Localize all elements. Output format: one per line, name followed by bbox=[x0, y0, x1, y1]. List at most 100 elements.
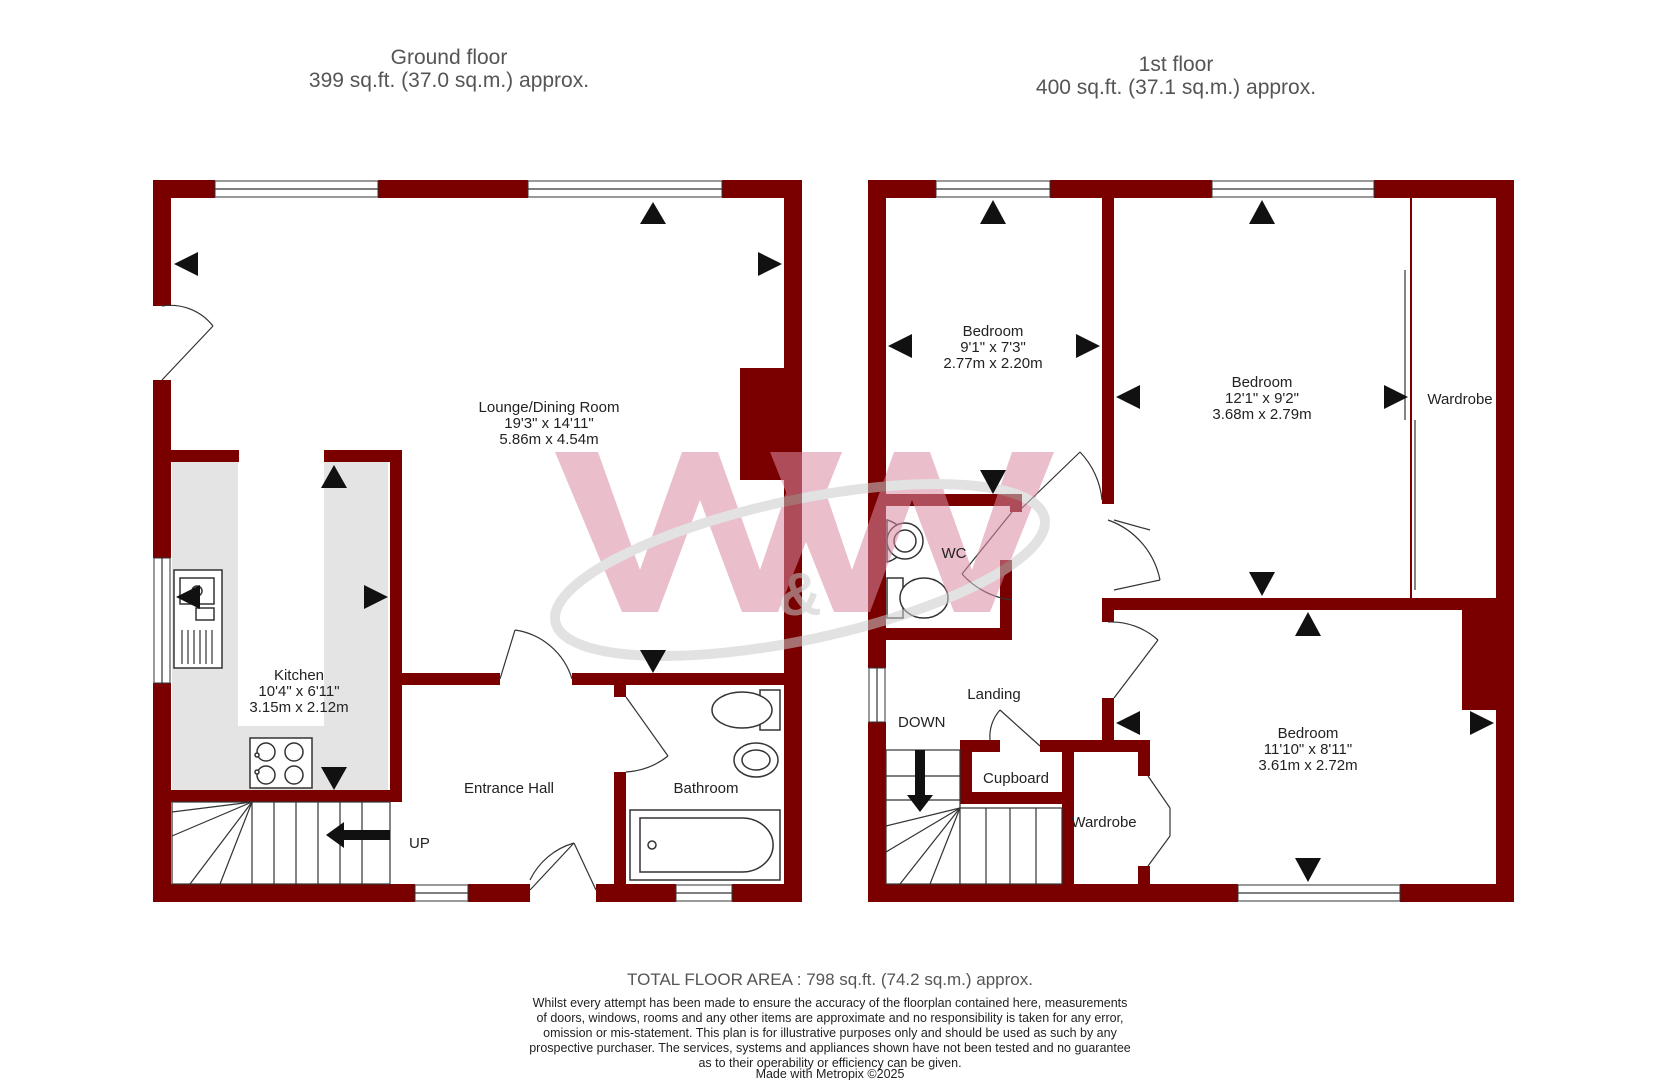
lounge-wall-bottom-a bbox=[390, 673, 500, 685]
first-wall-bottom-b bbox=[1400, 884, 1514, 902]
ground-window-bottom-bath bbox=[675, 884, 733, 902]
ground-window-left-kitchen bbox=[153, 557, 171, 684]
ground-staircase bbox=[171, 801, 391, 885]
first-staircase bbox=[885, 749, 1063, 885]
bed3-arrow-left bbox=[1116, 711, 1140, 735]
lounge-name: Lounge/Dining Room bbox=[479, 399, 620, 416]
bedroom3-metric: 3.61m x 2.72m bbox=[1258, 757, 1357, 774]
kitchen-sink bbox=[173, 569, 223, 669]
first-floor-title: 1st floor bbox=[1139, 53, 1214, 76]
total-floor-area: TOTAL FLOOR AREA : 798 sq.ft. (74.2 sq.m… bbox=[627, 970, 1033, 989]
bedroom2-imperial: 12'1" x 9'2" bbox=[1225, 390, 1299, 407]
room-bedroom1-label: Bedroom 9'1" x 7'3" 2.77m x 2.20m bbox=[943, 323, 1042, 372]
bathroom-basin bbox=[733, 742, 779, 778]
ground-floor-title: Ground floor bbox=[391, 46, 508, 69]
room-bedroom3-label: Bedroom 11'10" x 8'11" 3.61m x 2.72m bbox=[1258, 725, 1357, 774]
kitchen-metric: 3.15m x 2.12m bbox=[249, 699, 348, 716]
bed3-arrow-top bbox=[1295, 612, 1321, 636]
bedroom1-imperial: 9'1" x 7'3" bbox=[960, 339, 1026, 356]
bed1-arrow-left bbox=[888, 334, 912, 358]
bed3-wall-left-b bbox=[1102, 698, 1114, 746]
wardrobe-bed2-label: Wardrobe bbox=[1427, 391, 1492, 408]
ground-wall-left-a bbox=[153, 180, 171, 306]
disclaimer-line-3: omission or mis-statement. This plan is … bbox=[543, 1026, 1117, 1040]
cupboard-wall-bottom bbox=[960, 792, 1062, 804]
kitchen-floor-gap bbox=[238, 460, 324, 726]
first-window-bed1 bbox=[935, 180, 1051, 198]
bed1-arrow-top bbox=[980, 200, 1006, 224]
room-lounge-label: Lounge/Dining Room 19'3" x 14'11" 5.86m … bbox=[479, 399, 620, 448]
bed3-arrow-bottom bbox=[1295, 858, 1321, 882]
bedroom3-imperial: 11'10" x 8'11" bbox=[1264, 741, 1352, 758]
ground-wall-bottom-b bbox=[468, 884, 530, 902]
bed3-door bbox=[1107, 621, 1159, 699]
cupboard-door bbox=[989, 709, 1041, 747]
first-wall-left-b bbox=[868, 722, 886, 902]
wardrobe2-divider bbox=[1410, 190, 1412, 598]
ground-floor-area: 399 sq.ft. (37.0 sq.m.) approx. bbox=[309, 69, 589, 92]
bathroom-wc bbox=[711, 689, 781, 731]
kitchen-imperial: 10'4" x 6'11" bbox=[258, 683, 339, 700]
landing-label: Landing bbox=[967, 686, 1020, 703]
bed2-door bbox=[1107, 519, 1161, 591]
wardrobe3-doors bbox=[1147, 775, 1171, 867]
bed2-arrow-right bbox=[1384, 385, 1408, 409]
bedroom3-name: Bedroom bbox=[1278, 725, 1339, 742]
wardrobe3-wall-right-a bbox=[1138, 740, 1150, 776]
first-wall-top-b bbox=[1050, 180, 1212, 198]
landing-wall-bottom bbox=[1040, 740, 1150, 752]
lounge-arrow-left bbox=[174, 252, 198, 276]
stairs-down-label: DOWN bbox=[898, 714, 946, 731]
kitchen-arrow-bottom bbox=[321, 767, 347, 790]
wardrobe3-wall-left bbox=[1062, 740, 1074, 902]
first-window-landing bbox=[868, 667, 886, 723]
room-kitchen-label: Kitchen 10'4" x 6'11" 3.15m x 2.12m bbox=[249, 667, 348, 716]
lounge-metric: 5.86m x 4.54m bbox=[499, 431, 598, 448]
room-bedroom2-label: Bedroom 12'1" x 9'2" 3.68m x 2.79m bbox=[1212, 374, 1311, 423]
cupboard-label: Cupboard bbox=[983, 770, 1049, 787]
measurement-arrows bbox=[174, 200, 1494, 882]
disclaimer-line-4: prospective purchaser. The services, sys… bbox=[529, 1041, 1131, 1055]
first-floor-area: 400 sq.ft. (37.1 sq.m.) approx. bbox=[1036, 76, 1316, 99]
bed2-arrow-top bbox=[1249, 200, 1275, 224]
ground-wall-top-b bbox=[378, 180, 528, 198]
stairs-up-label: UP bbox=[409, 835, 430, 852]
bed3-chimney bbox=[1462, 610, 1496, 710]
ground-side-door bbox=[161, 304, 214, 381]
cupboard-wall-top bbox=[960, 740, 1000, 752]
ww-watermark: & bbox=[550, 452, 1054, 661]
lounge-hall-door bbox=[499, 629, 573, 680]
ground-wall-left-b bbox=[153, 380, 171, 558]
lounge-arrow-top bbox=[640, 202, 666, 224]
bedroom2-name: Bedroom bbox=[1232, 374, 1293, 391]
kitchen-arrow-right bbox=[364, 585, 388, 609]
bathtub bbox=[629, 809, 781, 881]
ground-wall-bottom-c bbox=[596, 884, 676, 902]
ground-window-bottom-hall bbox=[414, 884, 469, 902]
lounge-arrow-bottom bbox=[640, 650, 666, 673]
disclaimer-line-2: of doors, windows, rooms and any other i… bbox=[536, 1011, 1123, 1025]
ground-window-top-2 bbox=[527, 180, 723, 198]
wc-wall-right bbox=[1000, 560, 1012, 640]
kitchen-arrow-left bbox=[176, 585, 200, 609]
first-wall-right bbox=[1496, 180, 1514, 902]
bed1-wall-right bbox=[1102, 180, 1114, 504]
bed3-arrow-right bbox=[1470, 711, 1494, 735]
wardrobe3-wall-right-b bbox=[1138, 866, 1150, 902]
bedroom1-name: Bedroom bbox=[963, 323, 1024, 340]
bed2-arrow-left bbox=[1116, 385, 1140, 409]
ground-wall-bottom-a bbox=[153, 884, 415, 902]
bed1-arrow-right bbox=[1076, 334, 1100, 358]
lounge-arrow-right bbox=[758, 252, 782, 276]
wc-label: WC bbox=[942, 545, 967, 562]
wardrobe-bed3-label: Wardrobe bbox=[1071, 814, 1136, 831]
kitchen-wall-top-b bbox=[324, 450, 402, 462]
kitchen-wall-top-a bbox=[153, 450, 239, 462]
lounge-imperial: 19'3" x 14'11" bbox=[504, 415, 594, 432]
ground-wall-bottom-d bbox=[732, 884, 802, 902]
first-wall-top-c bbox=[1374, 180, 1514, 198]
stairs-up-arrow bbox=[326, 822, 390, 848]
bathroom-wall-left-a bbox=[614, 673, 626, 697]
